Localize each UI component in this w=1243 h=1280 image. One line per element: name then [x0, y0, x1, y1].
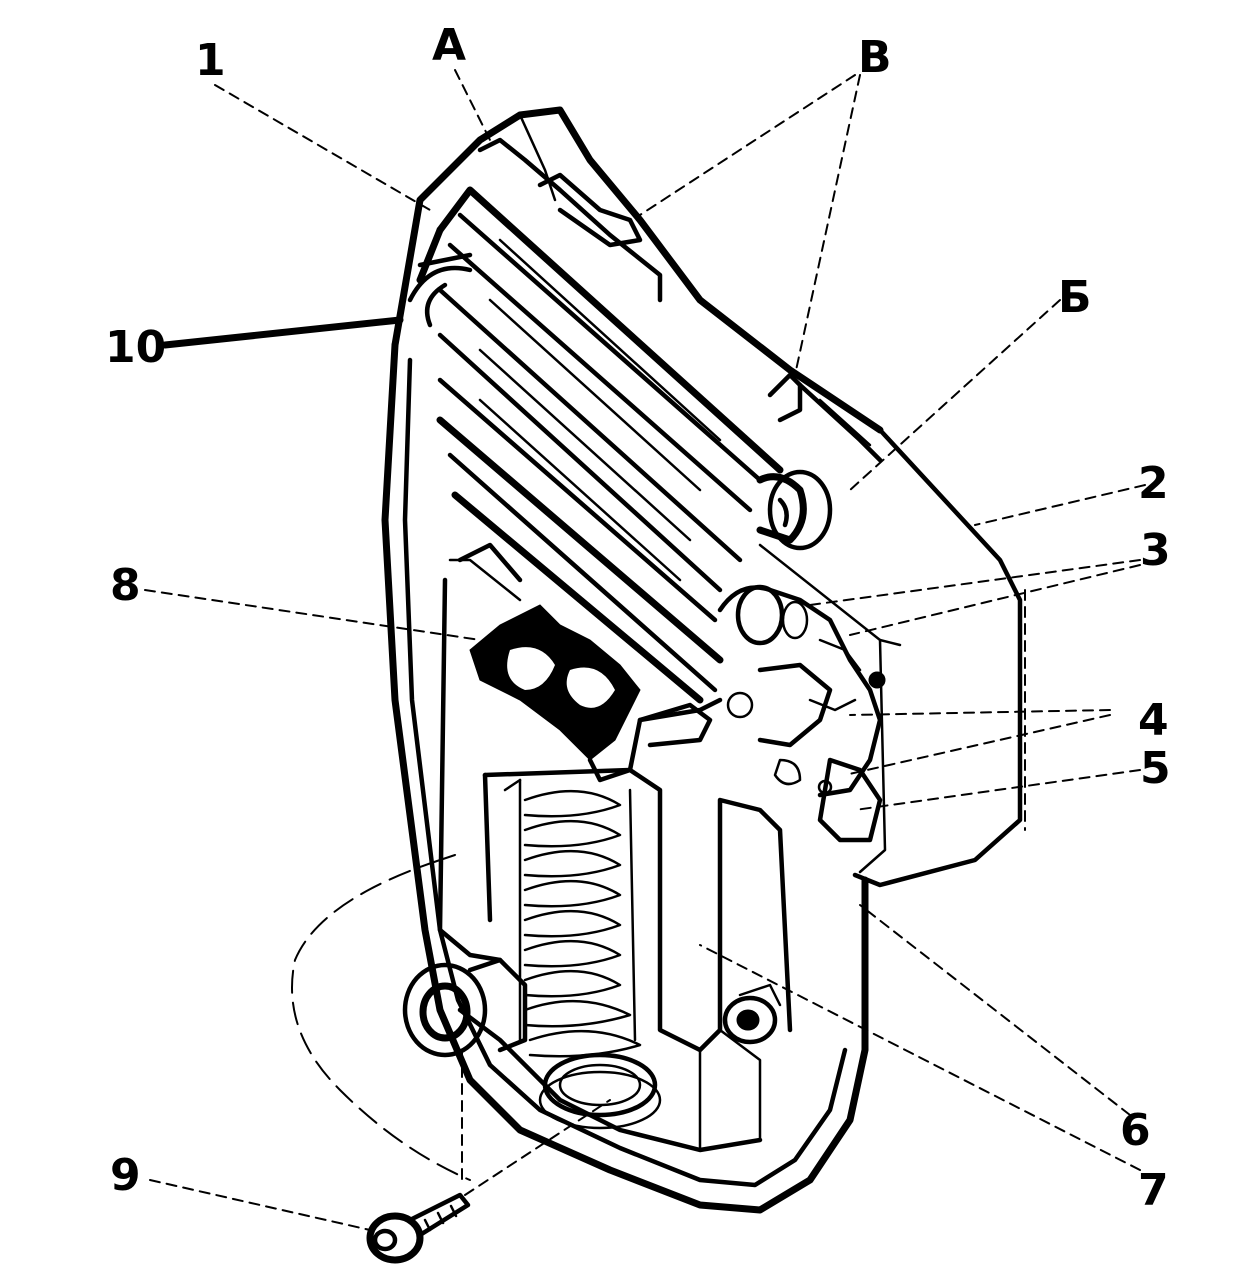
label-7: 7 [1138, 1165, 1169, 1216]
label-9: 9 [110, 1150, 141, 1201]
coil-spring [518, 778, 662, 1130]
label-B-cyrillic: Б [1058, 272, 1092, 323]
label-2: 2 [1138, 458, 1169, 509]
lever-assembly [448, 558, 723, 783]
dashed-outline [291, 854, 611, 1196]
label-3: 3 [1140, 525, 1171, 576]
leader-lines [144, 69, 1146, 1231]
label-6: 6 [1120, 1105, 1151, 1156]
screw [366, 1192, 471, 1264]
housing [381, 106, 1023, 1214]
callout-labels: 1 A B Б 10 2 3 8 4 5 6 7 9 [105, 20, 1171, 1216]
label-10: 10 [105, 322, 166, 373]
mounting-bosses [402, 957, 782, 1058]
label-V: B [858, 32, 892, 83]
label-1: 1 [195, 35, 226, 86]
roller-assembly [407, 172, 883, 704]
inner-cavity [437, 542, 793, 1153]
label-4: 4 [1138, 695, 1169, 746]
label-8: 8 [110, 560, 141, 611]
label-A: A [432, 20, 466, 71]
label-5: 5 [1140, 743, 1171, 794]
switch-mechanism [717, 584, 886, 843]
